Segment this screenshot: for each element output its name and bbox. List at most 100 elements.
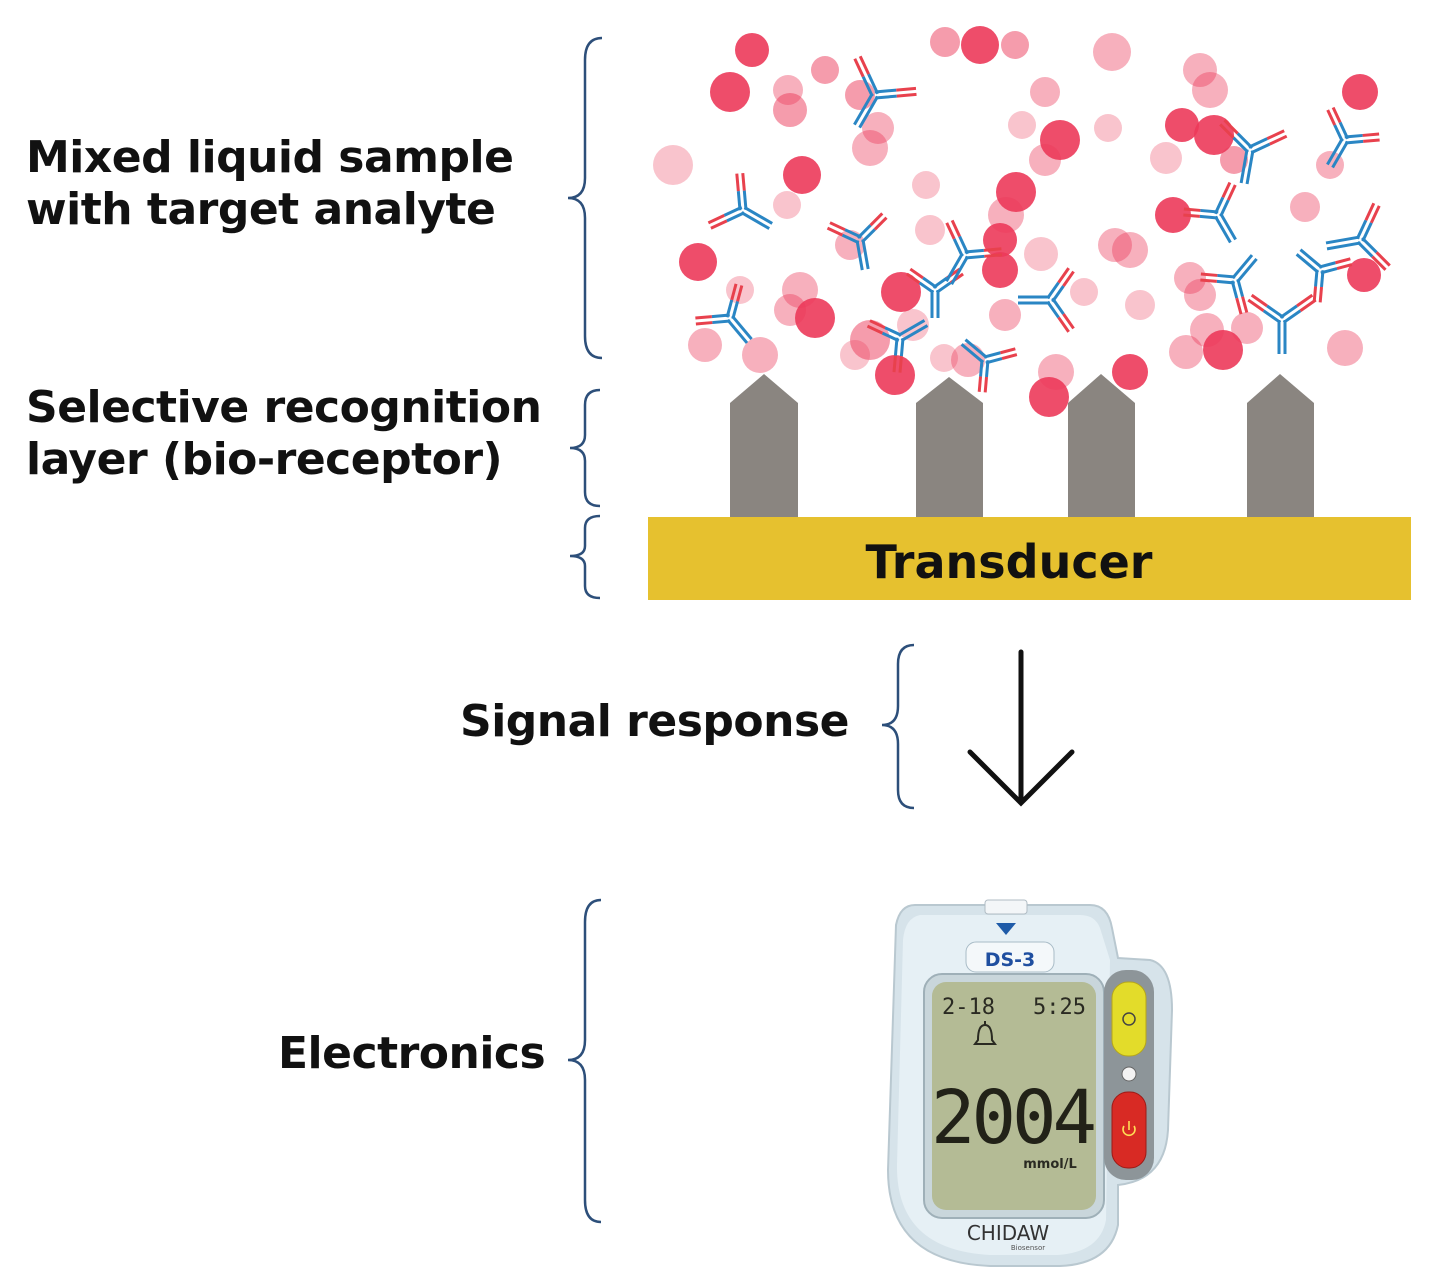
strip-indicator-icon bbox=[996, 923, 1016, 935]
clock-icon bbox=[1122, 1012, 1136, 1026]
analyte-particle bbox=[1169, 335, 1203, 369]
analyte-particle bbox=[850, 320, 890, 360]
brace-recognition bbox=[569, 388, 601, 508]
antibody-icon bbox=[707, 172, 773, 230]
analyte-particle bbox=[1183, 53, 1217, 87]
analyte-particle bbox=[811, 56, 839, 84]
analyte-particle bbox=[1155, 197, 1191, 233]
lcd-screen bbox=[932, 982, 1096, 1210]
analyte-particle bbox=[989, 299, 1021, 331]
antibody-icon bbox=[1326, 106, 1380, 169]
antibody-icon bbox=[1247, 293, 1317, 354]
analyte-particle bbox=[897, 309, 929, 341]
antibody-icon bbox=[1018, 267, 1075, 333]
analyte-particle bbox=[862, 112, 894, 144]
recognition-label-line1: Selective recognition bbox=[26, 382, 542, 433]
brace-transducer bbox=[569, 514, 601, 600]
analyte-particle bbox=[783, 156, 821, 194]
analyte-particle bbox=[1040, 120, 1080, 160]
antibody-icon bbox=[853, 55, 917, 129]
lcd-unit: mmol/L bbox=[1023, 1157, 1077, 1172]
analyte-particle bbox=[1150, 142, 1182, 174]
analyte-particle bbox=[881, 272, 921, 312]
receptor-3 bbox=[1068, 374, 1135, 517]
power-icon bbox=[1122, 1121, 1136, 1137]
analyte-particle bbox=[1184, 279, 1216, 311]
lcd-reading: 2004 bbox=[931, 1075, 1095, 1161]
analyte-particle bbox=[912, 171, 940, 199]
analyte-particle bbox=[983, 223, 1017, 257]
antibody-icon bbox=[866, 319, 929, 373]
antibody-icon bbox=[695, 283, 753, 344]
analyte-particle bbox=[1098, 228, 1132, 262]
receptor-4 bbox=[1247, 374, 1314, 517]
analyte-particle bbox=[1347, 258, 1381, 292]
recognition-label-line2: layer (bio-receptor) bbox=[26, 433, 503, 485]
analyte-particle bbox=[1024, 237, 1058, 271]
analyte-particle bbox=[1203, 330, 1243, 370]
lcd-time: 5:25 bbox=[1033, 995, 1086, 1020]
antibodies bbox=[695, 55, 1391, 393]
antibody-icon bbox=[1219, 119, 1288, 185]
model-label: DS-3 bbox=[985, 949, 1036, 971]
analyte-particle bbox=[1342, 74, 1378, 110]
analyte-particle bbox=[1192, 72, 1228, 108]
analyte-particle bbox=[1001, 31, 1029, 59]
analyte-particle bbox=[982, 252, 1018, 288]
analyte-particle bbox=[930, 344, 958, 372]
analyte-particle bbox=[688, 328, 722, 362]
analyte-particle bbox=[961, 26, 999, 64]
electronics-label: Electronics bbox=[278, 1028, 546, 1079]
sample-label-line2: with target analyte bbox=[26, 183, 496, 235]
receptor-2 bbox=[916, 377, 983, 517]
analyte-particle bbox=[710, 72, 750, 112]
analyte-particle bbox=[1029, 377, 1069, 417]
indicator-light bbox=[1121, 1066, 1137, 1082]
analyte-particle bbox=[1125, 290, 1155, 320]
sample-label: Mixed liquid sample with target analyte bbox=[26, 132, 514, 236]
analyte-particle bbox=[1030, 77, 1060, 107]
analyte-particle bbox=[1093, 33, 1131, 71]
analyte-particle bbox=[773, 93, 807, 127]
analyte-particle bbox=[1112, 232, 1148, 268]
antibody-icon bbox=[1183, 181, 1237, 244]
analyte-particle bbox=[840, 340, 870, 370]
brace-electronics bbox=[567, 898, 602, 1224]
analyte-particle bbox=[951, 343, 985, 377]
analyte-particle bbox=[774, 294, 806, 326]
analyte-particle bbox=[679, 243, 717, 281]
brand-sub-label: Biosensor bbox=[1011, 1244, 1045, 1252]
analyte-particle bbox=[875, 355, 915, 395]
sample-label-line1: Mixed liquid sample bbox=[26, 132, 514, 183]
antibody-icon bbox=[960, 338, 1018, 393]
analyte-particle bbox=[1327, 330, 1363, 366]
antibody-icon bbox=[1325, 202, 1391, 271]
model-badge bbox=[965, 941, 1055, 973]
analyte-particle bbox=[930, 27, 960, 57]
analyte-particle bbox=[1029, 144, 1061, 176]
antibody-icon bbox=[945, 219, 1003, 285]
brace-sample bbox=[567, 36, 603, 360]
down-arrow-icon bbox=[967, 649, 1075, 807]
analyte-particle bbox=[773, 191, 801, 219]
brand-label: CHIDAW bbox=[967, 1221, 1050, 1245]
receptor-layer bbox=[730, 374, 1314, 517]
analyte-particle bbox=[735, 33, 769, 67]
antibody-icon bbox=[1200, 254, 1258, 315]
glucose-meter: DS-3 2-18 5:25 2004 mmol/L CHIDAW Biosen… bbox=[886, 899, 1174, 1267]
analyte-particle bbox=[852, 130, 888, 166]
receptor-1 bbox=[730, 374, 798, 517]
analyte-particle bbox=[1290, 192, 1320, 222]
antibody-icon bbox=[826, 212, 888, 271]
analyte-particle bbox=[653, 145, 693, 185]
analyte-particle bbox=[795, 298, 835, 338]
analyte-particle bbox=[996, 172, 1036, 212]
set-button[interactable] bbox=[1111, 981, 1147, 1057]
analyte-particle bbox=[1070, 278, 1098, 306]
bell-icon bbox=[973, 1021, 997, 1045]
transducer-label: Transducer bbox=[865, 535, 1152, 589]
analyte-particle bbox=[1094, 114, 1122, 142]
lcd-date: 2-18 bbox=[942, 995, 995, 1020]
analyte-particles bbox=[653, 26, 1381, 417]
